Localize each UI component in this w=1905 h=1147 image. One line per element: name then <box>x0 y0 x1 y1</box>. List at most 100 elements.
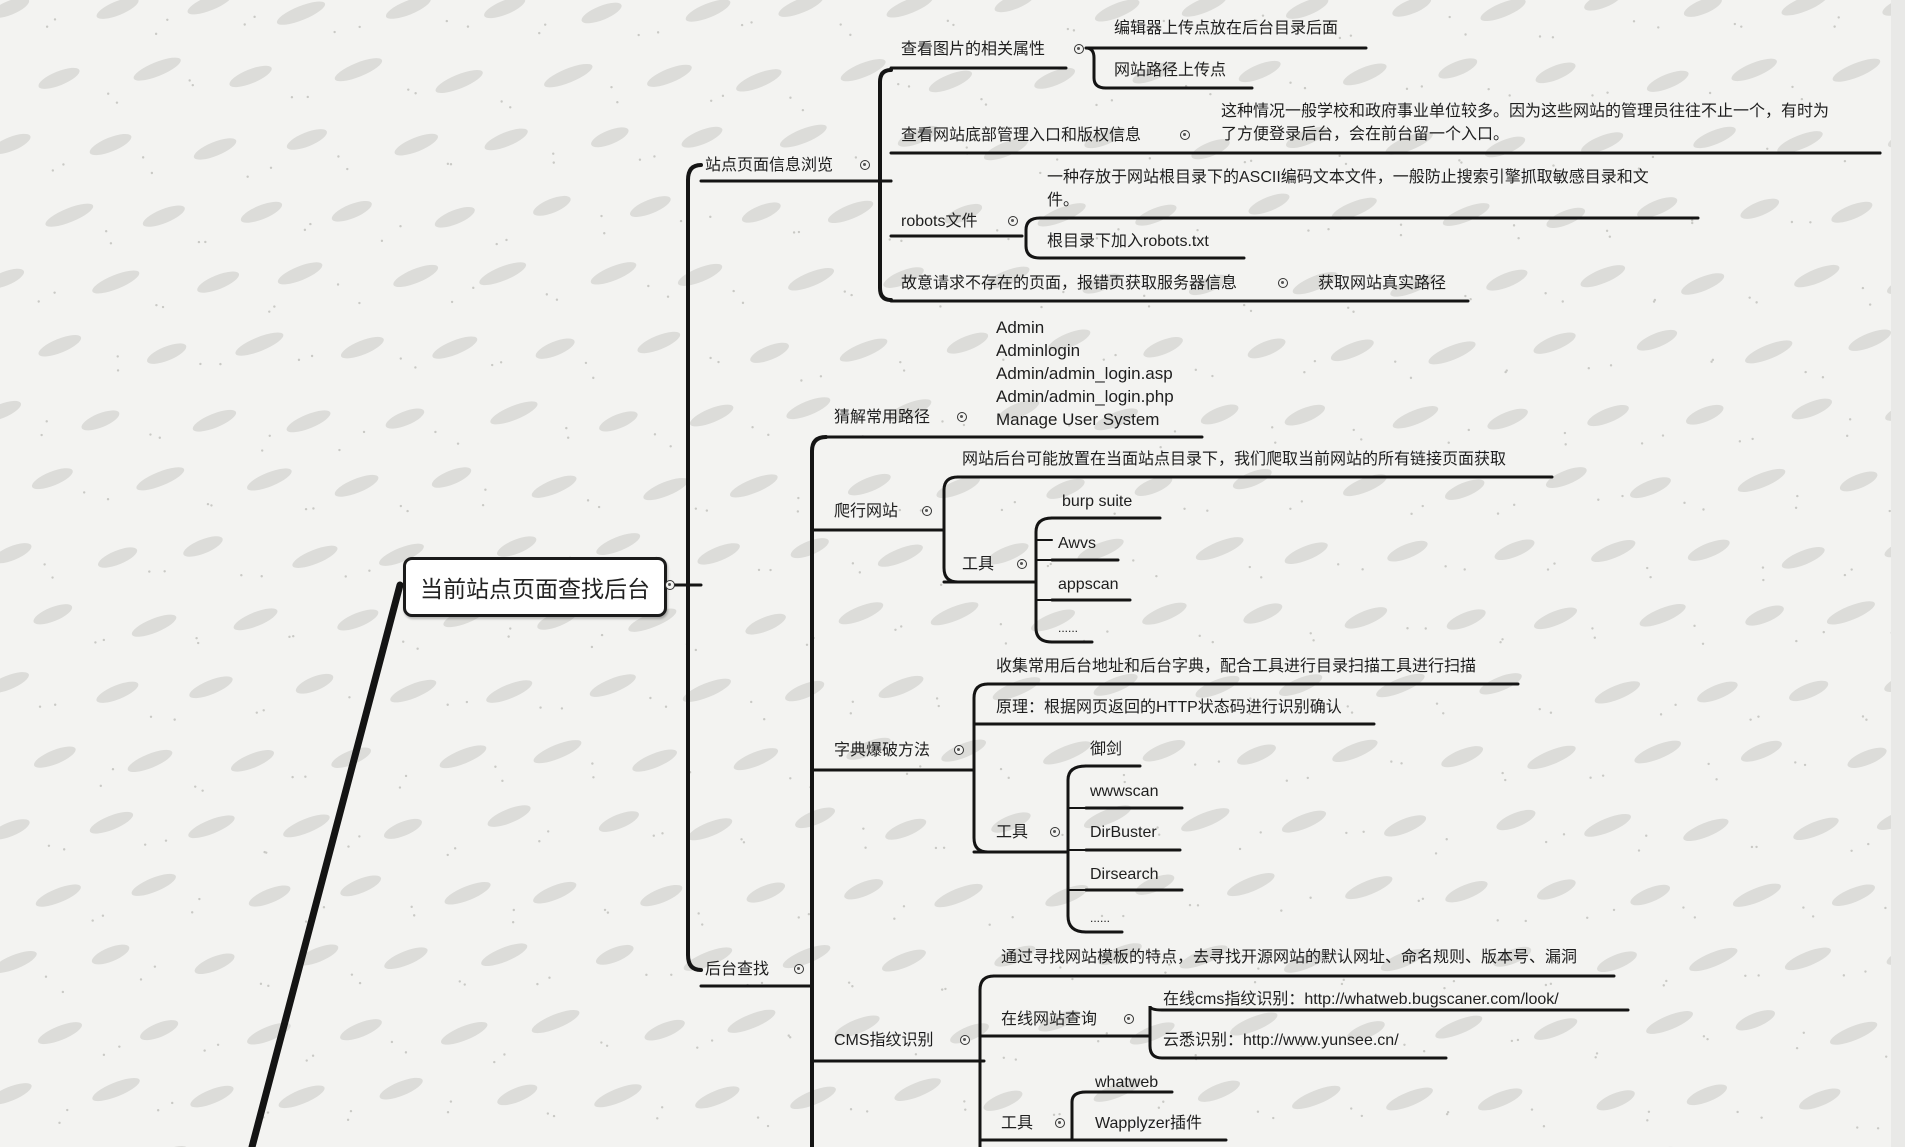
topic-cms-online-bugscaner[interactable]: 在线cms指纹识别：http://whatweb.bugscaner.com/l… <box>1163 991 1559 1008</box>
tool-item[interactable]: ...... <box>1090 911 1111 925</box>
topic-editor-upload[interactable]: 编辑器上传点放在后台目录后面 <box>1114 20 1339 37</box>
background-blob <box>1237 744 1276 765</box>
topic-footer-entry[interactable]: 查看网站底部管理入口和版权信息 <box>901 127 1142 144</box>
background-dot <box>1601 774 1605 777</box>
background-dot <box>404 774 408 778</box>
background-blob <box>598 811 639 832</box>
topic-real-path[interactable]: 获取网站真实路径 <box>1318 275 1447 292</box>
topic-cms-online[interactable]: 在线网站查询 <box>1001 1011 1098 1028</box>
topic-crawl-tools[interactable]: 工具 <box>962 556 995 573</box>
background-blob <box>1048 329 1091 351</box>
topic-dict-desc[interactable]: 收集常用后台地址和后台字典，配合工具进行目录扫描工具进行扫描 <box>996 658 1477 675</box>
background-dot <box>1637 849 1641 852</box>
collapse-toggle-icon[interactable] <box>1074 44 1084 54</box>
topic-robots-file[interactable]: robots文件 <box>901 213 978 230</box>
topic-dictionary-bruteforce[interactable]: 字典爆破方法 <box>834 742 931 759</box>
topic-dict-tools[interactable]: 工具 <box>996 824 1029 841</box>
background-blob <box>1077 538 1124 562</box>
background-blob <box>0 268 25 289</box>
background-dot <box>1508 94 1511 97</box>
background-dot <box>939 583 943 587</box>
topic-cms-online-yunsee[interactable]: 云悉识别：http://www.yunsee.cn/ <box>1163 1032 1399 1049</box>
collapse-toggle-icon[interactable] <box>1017 559 1027 569</box>
path-item[interactable]: Admin <box>996 318 1045 337</box>
topic-guess-paths[interactable]: 猜解常用路径 <box>834 409 931 426</box>
tool-item[interactable]: whatweb <box>1095 1074 1159 1091</box>
path-item[interactable]: Manage User System <box>996 410 1160 429</box>
path-item[interactable]: Adminlogin <box>996 341 1081 360</box>
background-dot <box>1561 300 1564 303</box>
tool-item[interactable]: Dirsearch <box>1090 866 1159 883</box>
background-dot <box>173 718 176 721</box>
background-dot <box>1496 919 1499 922</box>
background-blob <box>1243 603 1283 624</box>
background-blob <box>283 814 330 838</box>
topic-cms-desc[interactable]: 通过寻找网站模板的特点，去寻找开源网站的默认网址、命名规则、版本号、漏洞 <box>1001 949 1578 966</box>
topic-crawl-desc[interactable]: 网站后台可能放置在当面站点目录下，我们爬取当前网站的所有链接页面获取 <box>962 451 1507 468</box>
topic-backend-search[interactable]: 后台查找 <box>705 961 770 978</box>
topic-dict-principle[interactable]: 原理：根据网页返回的HTTP状态码进行识别确认 <box>996 699 1342 716</box>
collapse-toggle-icon[interactable] <box>1124 1014 1134 1024</box>
topic-image-attributes[interactable]: 查看图片的相关属性 <box>901 41 1046 58</box>
background-blob <box>383 818 423 839</box>
tool-item[interactable]: ...... <box>1058 621 1079 635</box>
background-blob <box>1142 602 1187 625</box>
tool-item[interactable]: Wapplyzer插件 <box>1095 1115 1202 1132</box>
topic-error-page[interactable]: 故意请求不存在的页面，报错页获取服务器信息 <box>901 275 1238 292</box>
tool-item[interactable]: 御剑 <box>1090 741 1123 758</box>
tool-item[interactable]: appscan <box>1058 576 1119 593</box>
topic-site-page-browse[interactable]: 站点页面信息浏览 <box>705 157 834 174</box>
background-blob <box>481 943 528 967</box>
collapse-toggle-icon[interactable] <box>1055 1118 1065 1128</box>
tool-item[interactable]: burp suite <box>1062 493 1133 510</box>
tool-item[interactable]: wwwscan <box>1090 783 1159 800</box>
collapse-toggle-icon[interactable] <box>1278 278 1288 288</box>
topic-cms-tools[interactable]: 工具 <box>1001 1115 1034 1132</box>
path-item[interactable]: Admin/admin_login.asp <box>996 364 1173 383</box>
topic-site-path-upload[interactable]: 网站路径上传点 <box>1114 62 1227 79</box>
topic-robots-desc-line2[interactable]: 件。 <box>1047 192 1080 209</box>
collapse-toggle-icon[interactable] <box>960 1035 970 1045</box>
path-item[interactable]: Admin/admin_login.php <box>996 387 1174 406</box>
background-dot <box>1049 562 1052 566</box>
collapse-toggle-icon[interactable] <box>1050 827 1060 837</box>
tool-item[interactable]: DirBuster <box>1090 824 1157 841</box>
tool-item[interactable]: Awvs <box>1058 535 1096 552</box>
background-blob <box>1331 197 1377 220</box>
background-blob <box>192 409 237 432</box>
background-dot <box>1046 704 1049 707</box>
background-blob <box>1493 946 1532 967</box>
background-blob <box>946 332 989 354</box>
background-dot <box>555 298 559 301</box>
background-dot <box>664 705 668 708</box>
background-dot <box>1306 776 1309 780</box>
collapse-toggle-icon[interactable] <box>665 580 675 590</box>
topic-cms-fingerprint[interactable]: CMS指纹识别 <box>834 1032 934 1049</box>
collapse-toggle-icon[interactable] <box>954 745 964 755</box>
topic-footer-note-line2[interactable]: 了方便登录后台，会在前台留一个入口。 <box>1221 126 1510 143</box>
background-blob <box>1732 883 1781 907</box>
background-dot <box>94 641 97 644</box>
background-dot <box>416 647 419 650</box>
topic-robots-root[interactable]: 根目录下加入robots.txt <box>1047 233 1209 250</box>
topic-robots-desc-line1[interactable]: 一种存放于网站根目录下的ASCII编码文本文件，一般防止搜索引擎抓取敏感目录和文 <box>1047 169 1649 186</box>
collapse-toggle-icon[interactable] <box>1008 216 1018 226</box>
collapse-toggle-icon[interactable] <box>794 964 804 974</box>
background-dot <box>1724 106 1728 109</box>
background-blob <box>847 473 891 496</box>
background-dot <box>1791 85 1794 89</box>
collapse-toggle-icon[interactable] <box>860 160 870 170</box>
background-dot <box>1361 568 1364 571</box>
collapse-toggle-icon[interactable] <box>957 412 967 422</box>
background-dot <box>201 789 204 792</box>
background-dot <box>1249 697 1252 700</box>
topic-crawl-site[interactable]: 爬行网站 <box>834 503 899 520</box>
collapse-toggle-icon[interactable] <box>1180 130 1190 140</box>
collapse-toggle-icon[interactable] <box>922 506 932 516</box>
root-node[interactable]: 当前站点页面查找后台 <box>403 557 667 617</box>
background-dot <box>304 920 308 923</box>
background-dot <box>1706 1037 1709 1041</box>
topic-footer-note-line1[interactable]: 这种情况一般学校和政府事业单位较多。因为这些网站的管理员往往不止一个，有时为 <box>1221 103 1830 120</box>
background-blob <box>778 0 824 17</box>
background-dot <box>51 576 54 579</box>
